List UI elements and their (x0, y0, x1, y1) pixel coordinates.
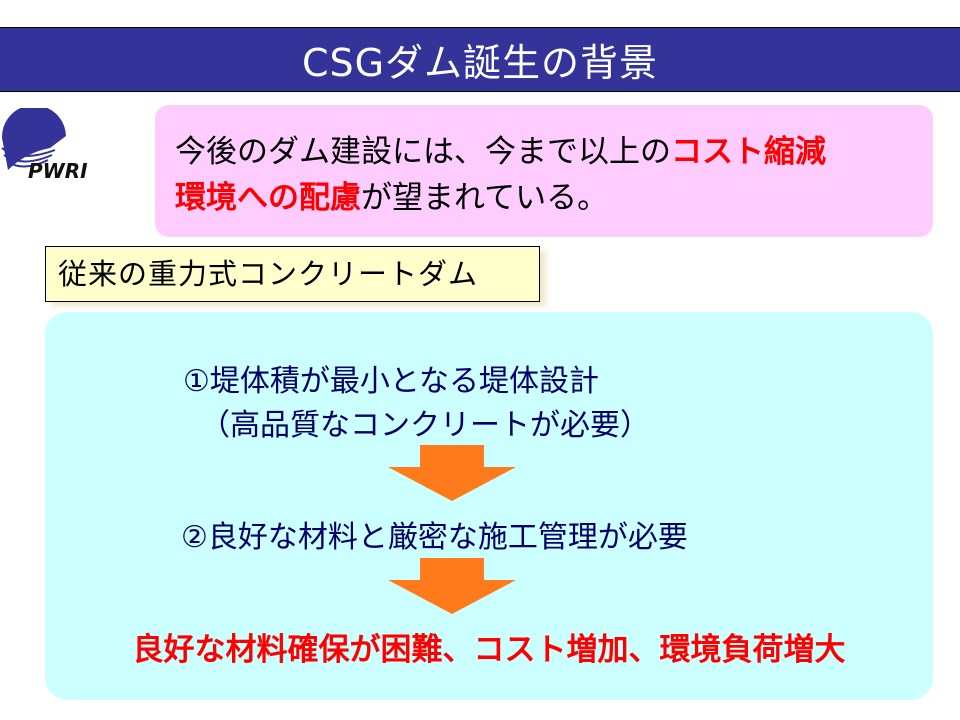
step-2: ②良好な材料と厳密な施工管理が必要 (181, 520, 688, 555)
slide-title: CSGダム誕生の背景 (301, 41, 659, 85)
down-arrow-icon (388, 445, 516, 501)
intro-text-end: が望まれている。 (361, 180, 609, 216)
down-arrow-icon (388, 558, 516, 614)
pwri-logo: PWRI (0, 104, 115, 183)
logo-text: PWRI (28, 159, 88, 183)
process-box: ①堤体積が最小となる堤体設計 （高品質なコンクリートが必要） ②良好な材料と厳密… (45, 312, 933, 700)
title-bar: CSGダム誕生の背景 (0, 27, 960, 92)
step-1-note: （高品質なコンクリートが必要） (200, 408, 650, 443)
step-1: ①堤体積が最小となる堤体設計 (183, 364, 599, 399)
highlight-environment: 環境への配慮 (175, 180, 361, 216)
section-label: 従来の重力式コンクリートダム (45, 246, 540, 302)
intro-box: 今後のダム建設には、今まで以上のコスト縮減 環境への配慮が望まれている。 (155, 105, 933, 237)
intro-text: 今後のダム建設には、今まで以上の (175, 134, 671, 170)
highlight-cost: コスト縮減 (671, 134, 826, 170)
conclusion: 良好な材料確保が困難、コスト増加、環境負荷増大 (132, 632, 846, 668)
